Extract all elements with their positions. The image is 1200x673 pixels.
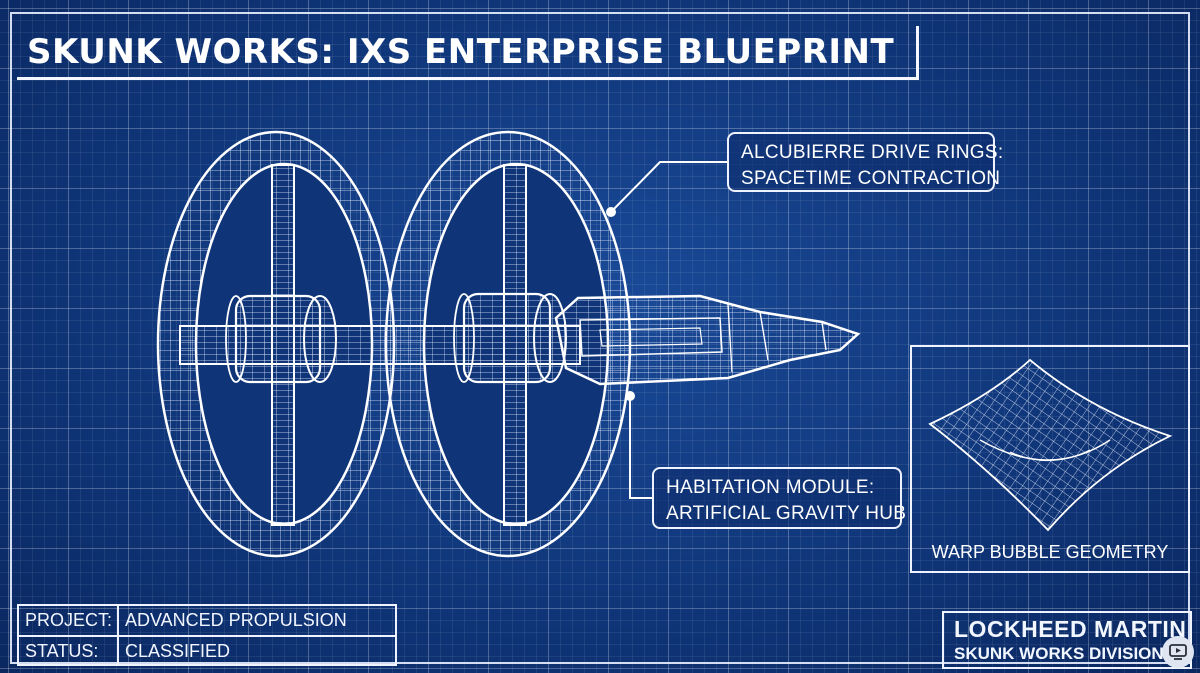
title-banner: SKUNK WORKS: IXS ENTERPRISE BLUEPRINT bbox=[17, 26, 919, 80]
warp-bubble-inset: WARP BUBBLE GEOMETRY bbox=[910, 345, 1190, 573]
page-title: SKUNK WORKS: IXS ENTERPRISE BLUEPRINT bbox=[27, 31, 895, 72]
info-row-status: STATUS: CLASSIFIED bbox=[19, 635, 395, 664]
manufacturer-name: LOCKHEED MARTIN bbox=[954, 616, 1187, 642]
info-key-project: PROJECT: bbox=[19, 606, 119, 635]
callout-leader-habitation bbox=[625, 391, 652, 499]
callout-habitation-line1: HABITATION MODULE: bbox=[666, 477, 875, 498]
warp-bubble-graphic bbox=[928, 358, 1173, 532]
project-info-table: PROJECT: ADVANCED PROPULSION STATUS: CLA… bbox=[17, 604, 397, 666]
info-key-status: STATUS: bbox=[19, 637, 119, 664]
manufacturer-block: LOCKHEED MARTIN SKUNK WORKS DIVISION bbox=[942, 611, 1192, 669]
manufacturer-division: SKUNK WORKS DIVISION bbox=[954, 644, 1164, 663]
callout-habitation-line2: ARTIFICIAL GRAVITY HUB bbox=[666, 503, 907, 524]
info-row-project: PROJECT: ADVANCED PROPULSION bbox=[19, 606, 395, 635]
hub-right bbox=[453, 292, 567, 384]
hub-left bbox=[225, 294, 337, 384]
warp-bubble-caption: WARP BUBBLE GEOMETRY bbox=[931, 542, 1169, 562]
callout-drive-rings-line1: ALCUBIERRE DRIVE RINGS: bbox=[741, 142, 1004, 163]
blueprint-frame bbox=[10, 12, 1190, 664]
callout-drive-rings: ALCUBIERRE DRIVE RINGS: SPACETIME CONTRA… bbox=[727, 132, 1004, 192]
info-value-status: CLASSIFIED bbox=[125, 641, 231, 661]
callout-leader-drive bbox=[606, 161, 727, 217]
play-screen-icon[interactable] bbox=[1162, 636, 1194, 668]
callout-drive-rings-line2: SPACETIME CONTRACTION bbox=[741, 168, 1001, 189]
callout-habitation-module: HABITATION MODULE: ARTIFICIAL GRAVITY HU… bbox=[652, 467, 907, 529]
main-hull bbox=[554, 294, 861, 386]
info-value-project: ADVANCED PROPULSION bbox=[125, 610, 347, 630]
